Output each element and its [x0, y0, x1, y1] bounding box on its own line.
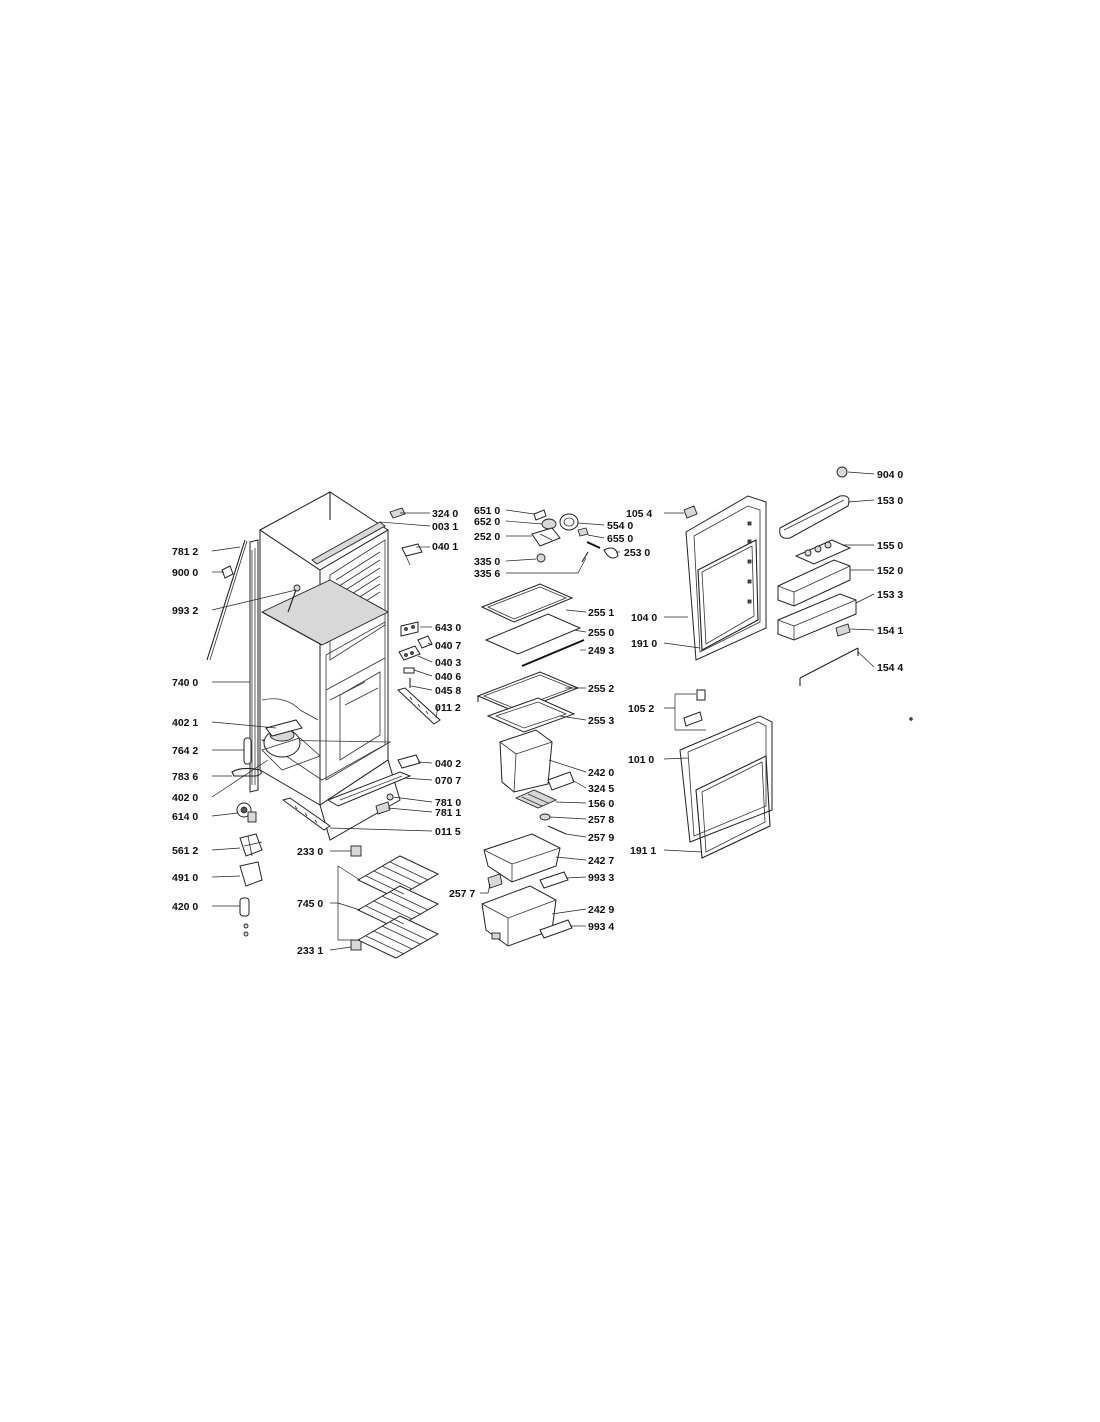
label-045-8: 045 8: [435, 685, 461, 697]
label-156-0: 156 0: [588, 798, 614, 810]
top-parts: [389, 507, 423, 566]
label-155-0: 155 0: [877, 540, 903, 552]
center-parts: [476, 509, 619, 947]
label-105-2: 105 2: [628, 703, 654, 715]
label-003-1: 003 1: [432, 521, 458, 533]
center-left-parts: [281, 621, 441, 831]
label-402-1: 402 1: [172, 717, 198, 729]
label-781-2: 781 2: [172, 546, 198, 558]
label-070-7: 070 7: [435, 775, 461, 787]
label-993-2: 993 2: [172, 605, 198, 617]
label-257-8: 257 8: [588, 814, 614, 826]
label-101-0: 101 0: [628, 754, 654, 766]
label-154-4: 154 4: [877, 662, 903, 674]
label-335-0: 335 0: [474, 556, 500, 568]
label-764-2: 764 2: [172, 745, 198, 757]
label-191-0: 191 0: [631, 638, 657, 650]
label-643-0: 643 0: [435, 622, 461, 634]
label-040-3: 040 3: [435, 657, 461, 669]
label-249-3: 249 3: [588, 645, 614, 657]
label-040-6: 040 6: [435, 671, 461, 683]
label-011-2: 011 2: [435, 702, 461, 714]
label-040-2: 040 2: [435, 758, 461, 770]
label-993-4: 993 4: [588, 921, 614, 933]
label-904-0: 904 0: [877, 469, 903, 481]
label-781-1: 781 1: [435, 807, 461, 819]
label-993-3: 993 3: [588, 872, 614, 884]
label-152-0: 152 0: [877, 565, 903, 577]
label-040-1: 040 1: [432, 541, 458, 553]
label-652-0: 652 0: [474, 516, 500, 528]
label-242-9: 242 9: [588, 904, 614, 916]
label-740-0: 740 0: [172, 677, 198, 689]
label-191-1: 191 1: [630, 845, 656, 857]
label-651-0: 651 0: [474, 505, 500, 517]
label-242-7: 242 7: [588, 855, 614, 867]
label-402-0: 402 0: [172, 792, 198, 804]
left-parts: [206, 539, 321, 937]
label-154-1: 154 1: [877, 625, 903, 637]
doors: [679, 495, 773, 859]
label-561-2: 561 2: [172, 845, 198, 857]
label-252-0: 252 0: [474, 531, 500, 543]
label-104-0: 104 0: [631, 612, 657, 624]
label-324-5: 324 5: [588, 783, 614, 795]
leader-lines: [211, 471, 875, 951]
label-153-3: 153 3: [877, 589, 903, 601]
label-105-4: 105 4: [626, 508, 652, 520]
label-655-0: 655 0: [607, 533, 633, 545]
wire-racks: [350, 845, 440, 959]
label-011-5: 011 5: [435, 826, 461, 838]
label-614-0: 614 0: [172, 811, 198, 823]
label-900-0: 900 0: [172, 567, 198, 579]
label-324-0: 324 0: [432, 508, 458, 520]
label-255-0: 255 0: [588, 627, 614, 639]
label-255-2: 255 2: [588, 683, 614, 695]
label-233-1: 233 1: [297, 945, 323, 957]
label-783-6: 783 6: [172, 771, 198, 783]
label-255-1: 255 1: [588, 607, 614, 619]
label-491-0: 491 0: [172, 872, 198, 884]
label-257-7: 257 7: [449, 888, 475, 900]
label-253-0: 253 0: [624, 547, 650, 559]
label-420-0: 420 0: [172, 901, 198, 913]
label-255-3: 255 3: [588, 715, 614, 727]
door-accessories: [777, 466, 913, 721]
label-242-0: 242 0: [588, 767, 614, 779]
label-335-6: 335 6: [474, 568, 500, 580]
label-745-0: 745 0: [297, 898, 323, 910]
label-153-0: 153 0: [877, 495, 903, 507]
label-233-0: 233 0: [297, 846, 323, 858]
part-labels: 324 0 003 1 040 1 781 2 900 0 993 2 740 …: [172, 469, 903, 957]
label-781-0: 781 0: [435, 797, 461, 809]
label-554-0: 554 0: [607, 520, 633, 532]
label-257-9: 257 9: [588, 832, 614, 844]
label-040-7: 040 7: [435, 640, 461, 652]
